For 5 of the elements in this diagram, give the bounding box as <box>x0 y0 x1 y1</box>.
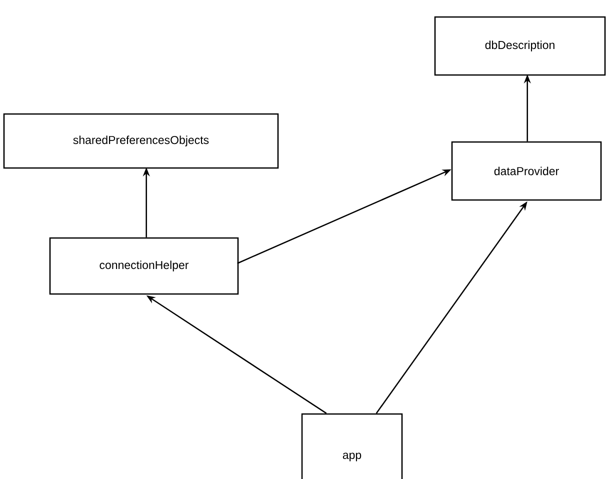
class-box: dbDescription <box>434 16 606 76</box>
class-box: app <box>301 413 403 479</box>
class-box: dataProvider <box>451 141 602 201</box>
class-box: sharedPreferencesObjects <box>3 113 279 169</box>
class-box: connectionHelper <box>49 237 239 295</box>
